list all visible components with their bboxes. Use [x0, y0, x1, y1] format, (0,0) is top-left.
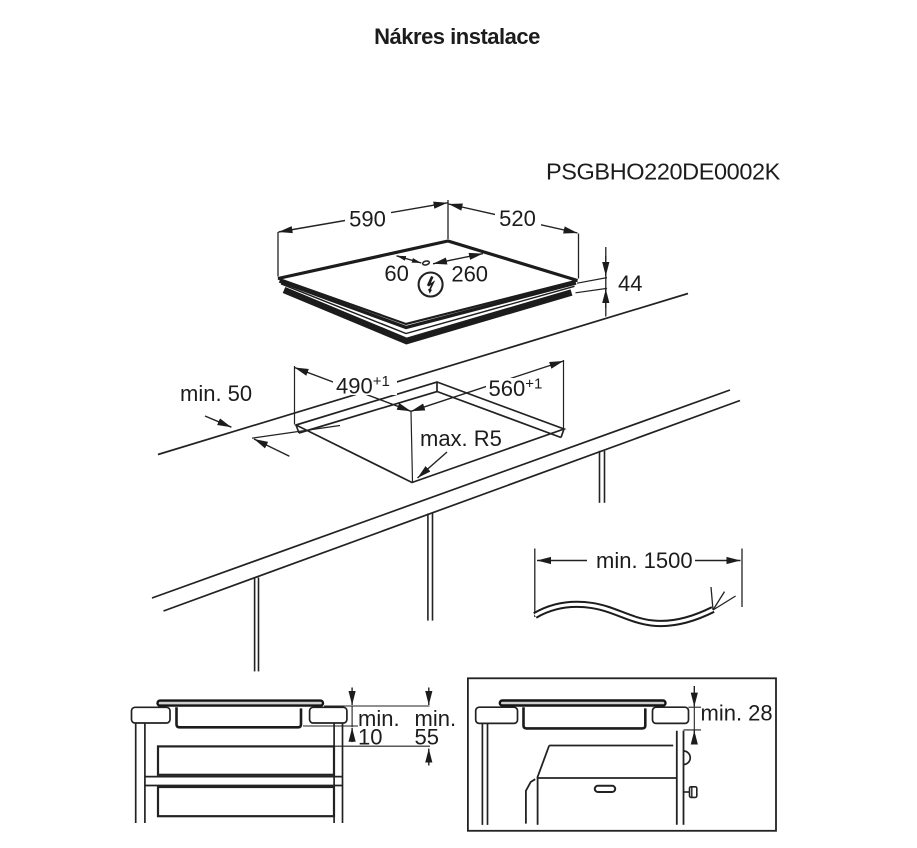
svg-text:55: 55 [415, 725, 439, 750]
svg-text:10: 10 [358, 725, 382, 750]
svg-text:60: 60 [384, 261, 408, 286]
svg-text:min. 50: min. 50 [180, 381, 252, 406]
svg-text:min. 28: min. 28 [701, 701, 773, 726]
svg-text:590: 590 [349, 206, 386, 231]
svg-text:520: 520 [499, 206, 536, 231]
svg-text:min.: min. [358, 706, 400, 731]
svg-text:min.: min. [415, 706, 457, 731]
svg-text:min. 1500: min. 1500 [596, 548, 693, 573]
svg-text:44: 44 [618, 271, 642, 296]
svg-text:PSGBHO220DE0002K: PSGBHO220DE0002K [546, 159, 781, 185]
svg-text:max. R5: max. R5 [420, 426, 502, 451]
svg-text:260: 260 [451, 262, 488, 287]
svg-text:Nákres instalace: Nákres instalace [374, 24, 540, 49]
